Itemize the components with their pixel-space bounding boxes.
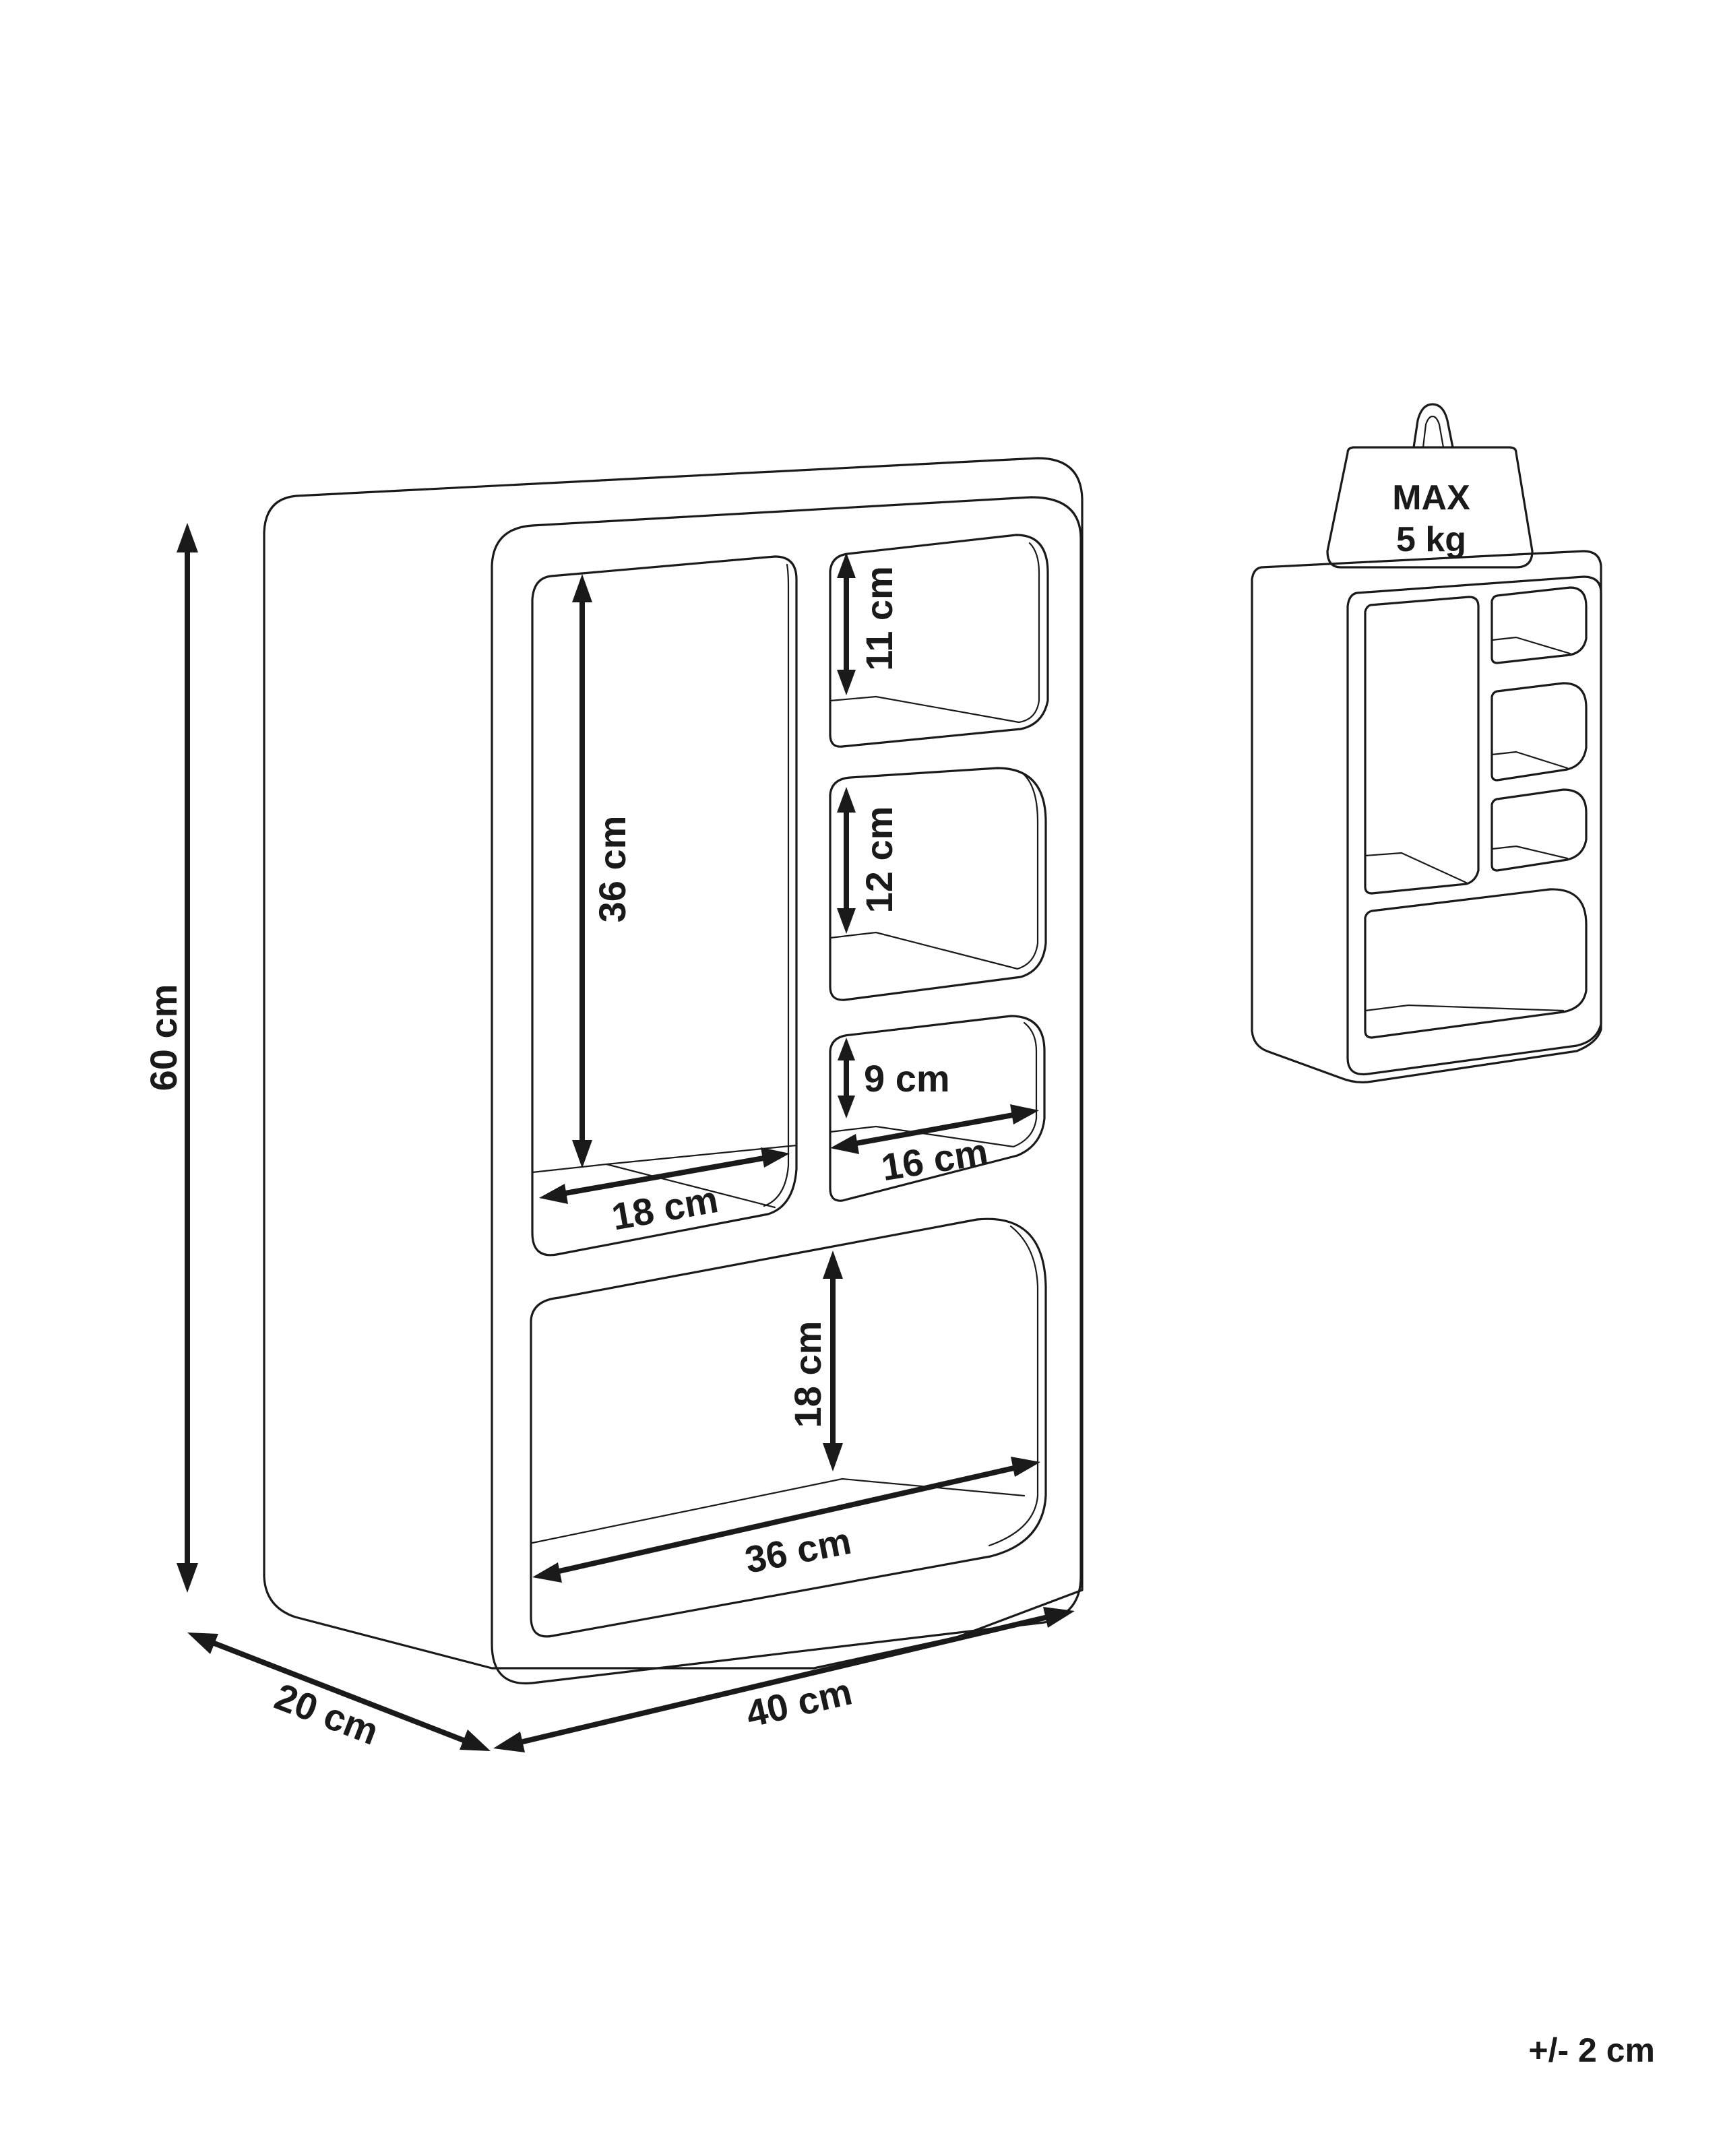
middle-small-height-arrow-head-bottom (837, 908, 856, 934)
tolerance-note: +/- 2 cm (1528, 2031, 1655, 2069)
tall-width-arrow-head-right (761, 1147, 790, 1168)
main-shelf (263, 457, 1084, 1685)
bottom-width-arrow (546, 1463, 1026, 1577)
lower-small-height-arrow-head-top (838, 1038, 855, 1060)
bottom-height-label: 18 cm (786, 1321, 829, 1428)
mini-shelf-outline (1251, 550, 1602, 1083)
bottom-width-arrow-head-right (1011, 1457, 1040, 1477)
lower-small-width-arrow-head-left (830, 1134, 859, 1154)
tall-width-arrow-head-left (539, 1184, 568, 1204)
mini-lower-compartment-floor (1491, 845, 1569, 860)
tall-width-label: 18 cm (608, 1178, 721, 1238)
load-indicator: MAX 5 kg (1251, 403, 1602, 1083)
mini-shelf-front (1346, 575, 1602, 1076)
bottom-compartment-inner (531, 1225, 1039, 1547)
middle-small-height-label: 12 cm (858, 806, 900, 914)
depth-arrow-head-right (460, 1730, 491, 1751)
shelf-side-panel (263, 457, 1084, 1670)
mini-middle-compartment (1491, 682, 1588, 782)
dimension-arrows (177, 523, 1075, 1752)
width-arrow-head-left (493, 1732, 525, 1752)
depth-arrow-head-left (187, 1632, 218, 1654)
tall-width-arrow (553, 1153, 776, 1198)
lower-small-compartment (829, 1015, 1046, 1202)
middle-small-compartment (829, 767, 1047, 1001)
tall-compartment (531, 555, 798, 1257)
bottom-height-arrow-head-top (823, 1250, 843, 1279)
height-label: 60 cm (142, 984, 185, 1091)
mini-lower-compartment (1491, 788, 1588, 872)
lower-small-compartment-inner (829, 1021, 1038, 1148)
height-arrow-head-bottom (177, 1563, 198, 1593)
lower-small-height-arrow-head-bottom (838, 1096, 855, 1118)
bottom-width-arrow-head-left (532, 1562, 562, 1583)
weight-handle-icon (1412, 403, 1454, 449)
lower-small-height-label: 9 cm (864, 1057, 950, 1100)
weight-icon (1326, 446, 1534, 569)
max-weight-value: 5 kg (1396, 520, 1466, 559)
mini-middle-compartment-floor (1491, 751, 1569, 769)
middle-small-height-arrow-head-top (837, 787, 856, 813)
mini-bottom-compartment-floor (1364, 1004, 1565, 1012)
tall-height-arrow-head-top (572, 574, 592, 602)
shelf-front-face (491, 496, 1082, 1685)
depth-arrow (201, 1636, 477, 1748)
middle-small-compartment-inner (829, 773, 1039, 970)
mini-tall-compartment-floor (1364, 852, 1468, 884)
top-small-height-arrow-head-top (837, 552, 856, 578)
top-small-height-arrow-head-bottom (837, 670, 856, 695)
mini-tall-compartment (1364, 596, 1480, 895)
lower-small-width-arrow (844, 1110, 1025, 1148)
lower-small-width-arrow-head-right (1010, 1104, 1039, 1124)
top-small-height-label: 11 cm (858, 566, 900, 671)
tall-height-label: 36 cm (591, 816, 633, 923)
bottom-compartment (530, 1217, 1047, 1638)
bottom-height-arrow-head-bottom (823, 1443, 843, 1471)
top-small-compartment-inner (829, 542, 1040, 724)
height-arrow-head-top (177, 523, 198, 552)
mini-bottom-compartment (1364, 888, 1588, 1039)
max-label: MAX (1392, 478, 1470, 517)
top-small-compartment (829, 534, 1049, 748)
width-label: 40 cm (742, 1670, 856, 1735)
mini-top-compartment-floor (1491, 636, 1571, 655)
width-arrow (508, 1612, 1060, 1748)
weight-handle-inner (1422, 415, 1445, 449)
mini-top-compartment (1491, 586, 1588, 664)
width-arrow-head-right (1043, 1607, 1075, 1628)
tall-compartment-inner (763, 563, 790, 1207)
tall-height-arrow-head-bottom (572, 1140, 592, 1168)
